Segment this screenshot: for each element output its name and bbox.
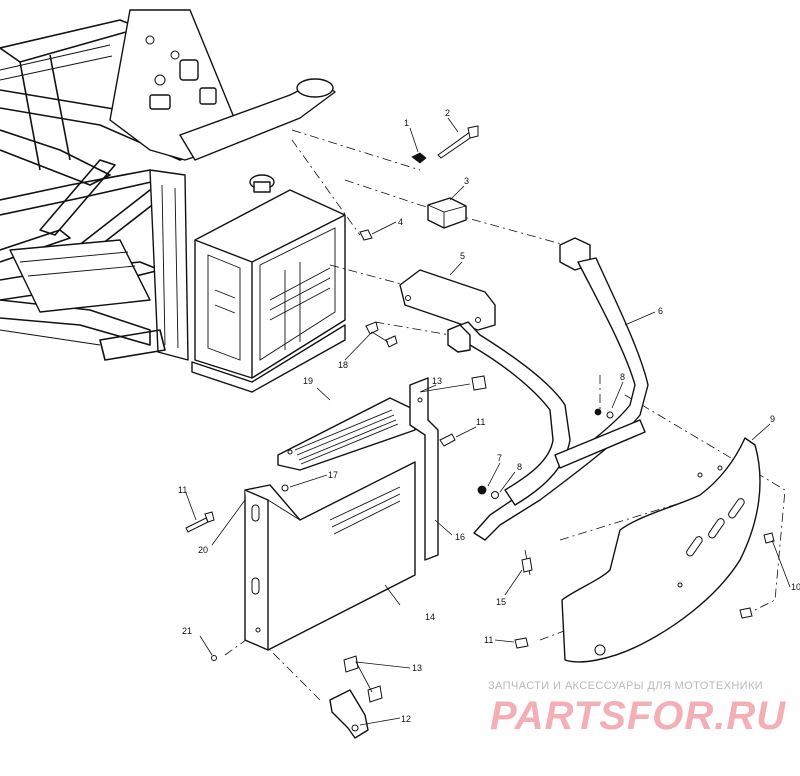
callout-8a: 8 <box>517 462 522 472</box>
watermark-tagline: ЗАПЧАСТИ И АКСЕССУАРЫ ДЛЯ МОТОТЕХНИКИ <box>488 680 764 692</box>
bolt-2 <box>437 131 474 159</box>
nut-7 <box>477 485 487 495</box>
hardware <box>185 125 775 703</box>
screw-21 <box>211 655 217 661</box>
part-14-front-panel <box>244 461 416 651</box>
radiator <box>191 174 346 393</box>
rivet-18b <box>385 335 398 348</box>
callout-13b: 13 <box>412 663 422 673</box>
clip-4 <box>359 229 373 241</box>
callout-21: 21 <box>182 626 192 636</box>
screw-10b <box>739 607 753 619</box>
rivet-18a <box>365 321 379 335</box>
callout-4: 4 <box>398 217 403 227</box>
part-16-bracket <box>409 377 439 561</box>
part-5-plate <box>399 269 496 331</box>
clip-13c2 <box>367 685 383 703</box>
bolt-11c <box>514 637 529 649</box>
callout-16: 16 <box>455 532 465 542</box>
bolt-11a <box>439 433 456 447</box>
clip-13a <box>471 375 487 391</box>
callout-11a: 11 <box>476 417 485 427</box>
callout-10: 10 <box>791 582 800 592</box>
callout-2: 2 <box>445 108 450 118</box>
callout-15: 15 <box>496 597 506 607</box>
watermark-logo: PARTSFOR.RU <box>490 694 787 738</box>
screw-10a <box>763 532 775 544</box>
callout-12: 12 <box>401 714 411 724</box>
part-9-skid-plate <box>561 437 761 663</box>
washer-8a <box>491 491 499 499</box>
washer-8b2 <box>606 411 614 419</box>
callout-5: 5 <box>460 251 465 261</box>
callout-20: 20 <box>198 545 208 555</box>
callout-8b: 8 <box>620 372 625 382</box>
callout-13a: 13 <box>432 376 442 386</box>
nut-8b1 <box>594 408 602 416</box>
screw-17 <box>281 484 289 492</box>
callout-11b: 11 <box>178 485 187 495</box>
callout-17: 17 <box>328 470 338 480</box>
callout-1: 1 <box>404 118 409 128</box>
callout-18: 18 <box>338 360 348 370</box>
callout-3: 3 <box>464 176 469 186</box>
callout-7: 7 <box>497 453 502 463</box>
screw-15 <box>521 557 533 573</box>
part-10-grille <box>277 397 416 471</box>
part-3-bracket <box>427 197 467 229</box>
callout-9: 9 <box>770 414 775 424</box>
callout-11c: 11 <box>484 635 493 645</box>
callout-labels: 1 2 3 4 5 6 7 8 8 9 10 11 11 11 12 13 13… <box>178 108 800 724</box>
part-12-bracket <box>329 689 369 739</box>
assembly-lines <box>224 129 786 701</box>
nut-1 <box>411 152 427 164</box>
clip-13c1 <box>343 655 359 673</box>
vehicle-frame <box>0 9 336 361</box>
callout-19: 19 <box>303 376 313 386</box>
bolt-11b <box>185 517 209 533</box>
callout-14: 14 <box>425 612 435 622</box>
watermark: ЗАПЧАСТИ И АКСЕССУАРЫ ДЛЯ МОТОТЕХНИКИ PA… <box>470 680 790 760</box>
callout-6: 6 <box>658 306 663 316</box>
part-6-bumper <box>447 237 649 541</box>
leader-lines <box>185 117 791 726</box>
